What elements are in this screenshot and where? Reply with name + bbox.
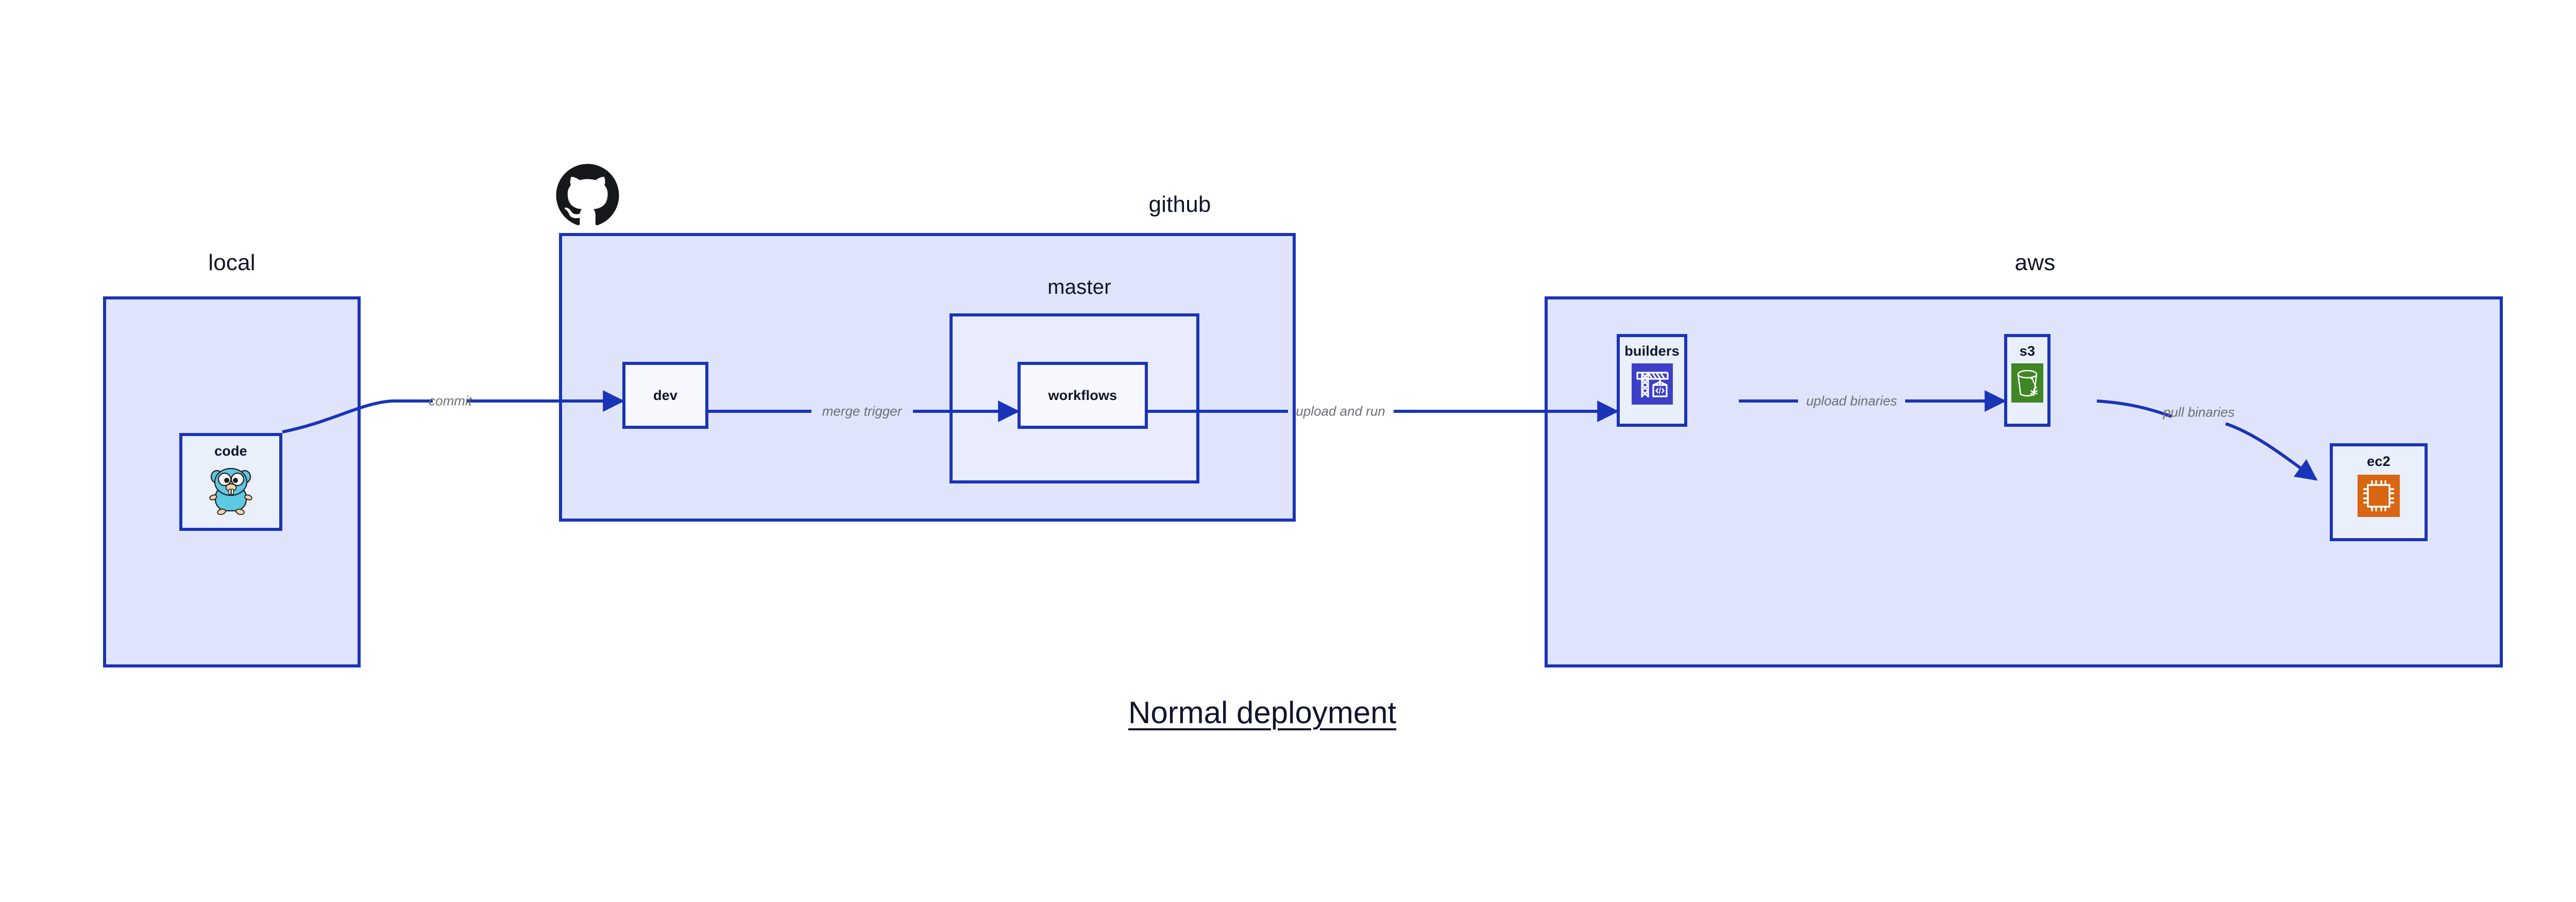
edge-label-upload-binaries: upload binaries [1806, 393, 1897, 409]
node-label-builders: builders [1624, 343, 1680, 359]
edge-label-commit: commit [429, 393, 472, 409]
node-ec2[interactable]: ec2 [2330, 443, 2428, 541]
aws-s3-bucket-icon [2011, 363, 2043, 405]
aws-ec2-chip-icon [2358, 475, 2400, 520]
github-octocat-icon [555, 164, 620, 227]
edge-label-merge-trigger: merge trigger [822, 403, 902, 419]
node-code[interactable]: code [179, 433, 282, 531]
node-label-workflows: workflows [1048, 387, 1117, 403]
node-dev[interactable]: dev [622, 362, 708, 429]
node-workflows[interactable]: workflows [1018, 362, 1148, 429]
aws-codebuild-crane-icon [1631, 363, 1673, 407]
group-title-github: github [1148, 192, 1211, 217]
node-label-code: code [214, 443, 247, 459]
group-title-aws: aws [2014, 250, 2056, 275]
page-title: Normal deployment [1128, 695, 1397, 730]
edge-label-pull-binaries: pull binaries [2163, 404, 2235, 420]
group-title-local: local [208, 250, 256, 275]
node-label-s3: s3 [2019, 343, 2036, 359]
node-s3[interactable]: s3 [2004, 334, 2050, 427]
edge-label-upload-and-run: upload and run [1296, 403, 1385, 419]
go-gopher-icon [209, 463, 253, 517]
node-label-dev: dev [653, 387, 678, 403]
node-label-ec2: ec2 [2367, 454, 2391, 469]
subgroup-title-master: master [1047, 276, 1111, 298]
node-builders[interactable]: builders [1617, 334, 1687, 427]
